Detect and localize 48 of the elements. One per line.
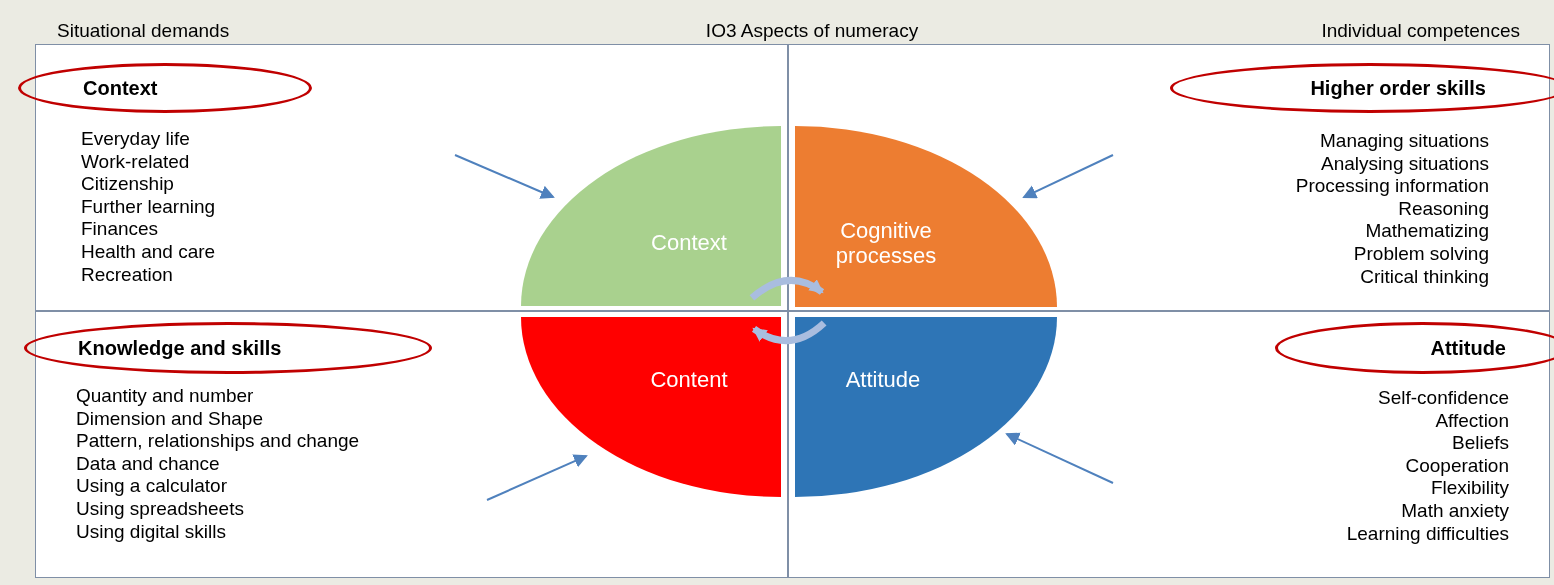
list-item: Affection <box>1435 409 1509 433</box>
list-item: Work-related <box>81 150 190 174</box>
segment-label: Attitude <box>845 366 921 392</box>
quadrant-panel <box>35 311 788 578</box>
cycle-arrow <box>749 276 825 301</box>
list-item: Critical thinking <box>1360 265 1489 289</box>
arrow <box>1005 432 1114 484</box>
list-item: Analysing situations <box>1321 152 1489 176</box>
arrow <box>1022 154 1114 199</box>
list-item: Cooperation <box>1405 454 1509 478</box>
list-item: Self-confidence <box>1378 387 1509 410</box>
quadrant-panel <box>788 311 1550 578</box>
quadrant-panel <box>35 44 788 311</box>
list-item: Pattern, relationships and change <box>76 430 360 453</box>
list-item: Quantity and number <box>76 385 254 408</box>
list-item: Finances <box>81 218 159 241</box>
diagram-title: IO3 Aspects of numeracy <box>705 20 919 42</box>
list-item: Using spreadsheets <box>76 497 244 521</box>
heading-ellipse: Higher order skills <box>1170 63 1554 113</box>
list-item: Further learning <box>81 195 216 219</box>
list-item: Reasoning <box>1398 197 1489 221</box>
list-item: Problem solving <box>1353 242 1489 266</box>
segment-label: Content <box>650 366 728 392</box>
list-item: Flexibility <box>1430 477 1509 500</box>
list-item: Citizenship <box>81 173 174 196</box>
heading-ellipse: Context <box>18 63 312 113</box>
list-item: Dimension and Shape <box>76 407 263 431</box>
list-item: Everyday life <box>81 128 190 151</box>
list-item: Mathematizing <box>1365 220 1489 243</box>
list-item: Using digital skills <box>76 520 226 544</box>
arrow <box>454 154 555 199</box>
cycle-arrow <box>752 320 827 345</box>
list-item: Health and care <box>81 240 216 264</box>
list-item: Math anxiety <box>1401 499 1509 523</box>
list-item: Data and chance <box>76 452 220 476</box>
segment-label: Cognitive processes <box>834 218 938 268</box>
list-item: Processing information <box>1295 175 1489 198</box>
list-item: Beliefs <box>1451 432 1509 455</box>
section-label: Individual competences <box>1321 20 1520 42</box>
list-item: Managing situations <box>1320 130 1489 153</box>
arrow <box>486 454 588 501</box>
section-label: Situational demands <box>57 20 230 42</box>
list-item: Learning difficulties <box>1346 522 1509 546</box>
segment-label: Context <box>651 229 727 255</box>
list-item: Recreation <box>81 263 173 287</box>
list-item: Using a calculator <box>76 475 228 498</box>
heading-ellipse: Attitude <box>1275 322 1554 374</box>
quadrant-panel <box>788 44 1550 311</box>
